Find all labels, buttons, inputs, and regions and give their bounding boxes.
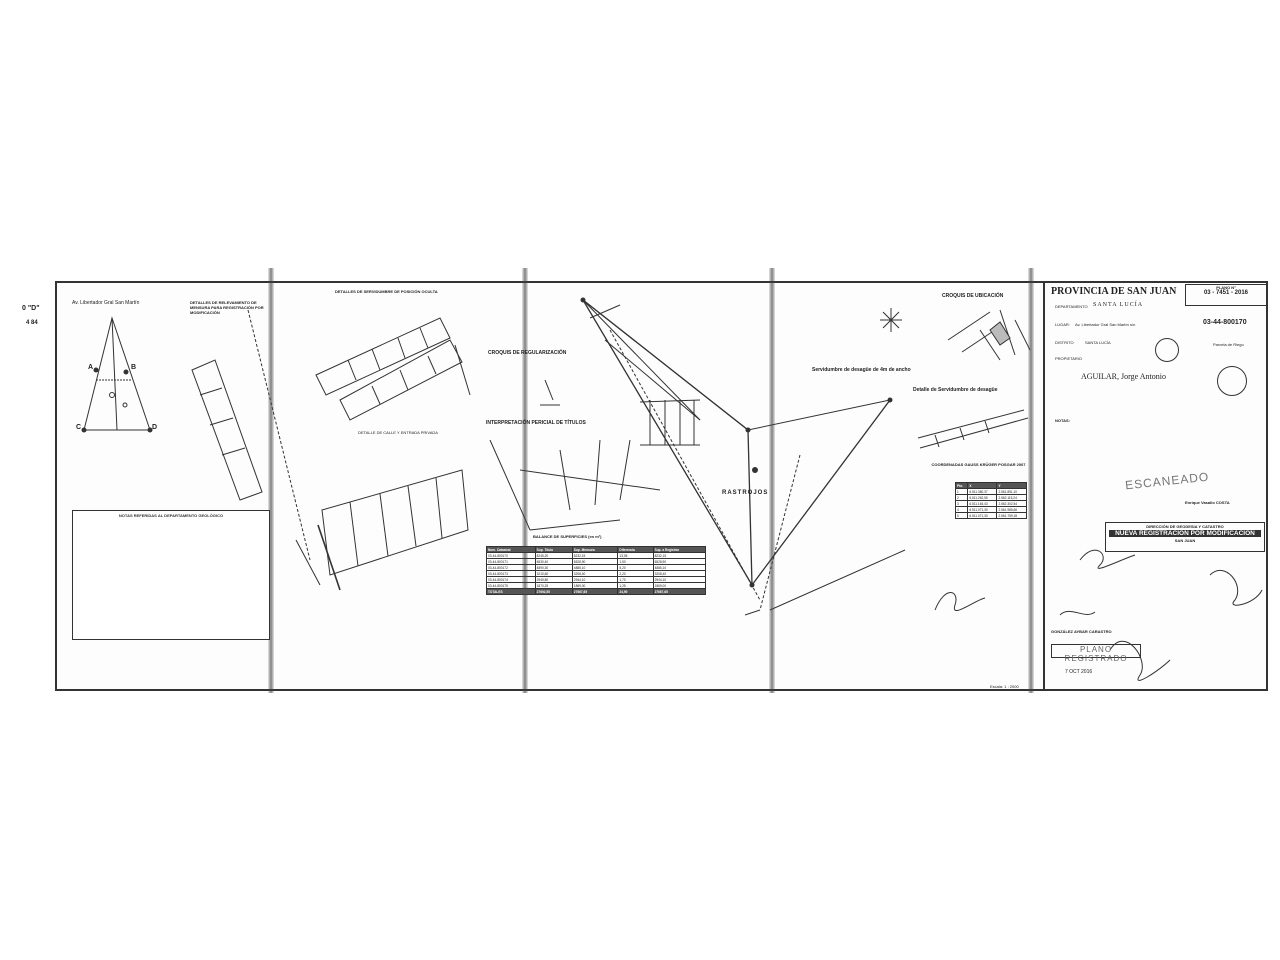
seal-circle	[1155, 338, 1179, 362]
approval-name: GONZÁLEZ AYBAR CARASTRO	[1051, 629, 1112, 634]
access-label-d: D	[152, 424, 158, 431]
subdivision-plots	[321, 469, 469, 576]
owner-value: AGUILAR, Jorge Antonio	[1081, 372, 1166, 381]
notes-label: NOTAS:	[1055, 418, 1071, 423]
plan-label: PLANO N°	[1216, 285, 1236, 290]
access-label-b: B	[131, 364, 137, 371]
fold-line-3	[769, 268, 775, 693]
registered-stamp: PLANO REGISTRADO	[1051, 644, 1141, 663]
access-label-a: A	[88, 364, 94, 371]
fold-line-4	[1028, 268, 1034, 693]
ground-type: Parcela de Riego	[1213, 342, 1244, 347]
notes-title: NOTAS REFERIDAS AL DEPARTAMENTO GEOLÓGIC…	[118, 513, 224, 518]
registration-stamp-line-1: DIRECCIÓN DE GEODESIA Y CATASTRO	[1146, 524, 1224, 529]
registration-stamp: DIRECCIÓN DE GEODESIA Y CATASTRO NUEVA R…	[1105, 522, 1265, 552]
district-value: SANTA LUCÍA	[1085, 340, 1111, 345]
seal-circle-right	[1217, 366, 1247, 396]
scale-note: Escala: 1 : 2000	[990, 684, 1019, 689]
access-label-c: C	[76, 424, 82, 431]
owner-label: PROPIETARIO	[1055, 356, 1083, 361]
place-label: LUGAR:	[1055, 322, 1070, 327]
plan-number-box: PLANO N° 03 - 7451 - 2016	[1185, 284, 1267, 306]
rearrangement-sketch-title: CROQUIS DE REGULARIZACIÓN	[488, 350, 567, 356]
access-point-c	[81, 427, 87, 433]
surface-balance-title: BALANCE DE SUPERFICIES (en m²)	[533, 534, 602, 539]
servitude-detail-lower	[339, 339, 463, 421]
title-block: PROVINCIA DE SAN JUAN PLANO N° 03 - 7451…	[1043, 282, 1268, 690]
stamp-date: 7 OCT 2016	[1065, 669, 1093, 675]
servitude-details-title: DETALLES DE SERVIDUMBRE DE POSICIÓN OCUL…	[335, 289, 438, 294]
access-plot-outline	[83, 316, 151, 431]
servitude-drain-detail-label: Detalle de Servidumbre de desagüe	[913, 387, 998, 393]
place-value: Av. Libertador Gral San Martín s/n	[1075, 322, 1136, 327]
department-value: SANTA LUCÍA	[1093, 302, 1144, 308]
gauss-kruger-title: COORDENADAS GAUSS KRÜGER POSGAR 2007	[931, 462, 1026, 467]
surveyor-name: Enrique Vasallo COSTA	[1185, 500, 1230, 505]
scanned-stamp: ESCANEADO	[1124, 469, 1210, 493]
servitude-drain-label: Servidumbre de desagüe de 4m de ancho	[812, 367, 911, 373]
fold-line-2	[522, 268, 528, 693]
access-point-a	[93, 367, 99, 373]
department-label: DEPARTAMENTO	[1055, 304, 1088, 309]
access-point-b	[123, 369, 129, 375]
parcel-name: RASTROJOS	[722, 490, 769, 496]
plan-number: 03 - 7451 - 2016	[1203, 290, 1249, 296]
surface-balance-table: Nom. Catastral Sup. Título Sup. Mensura …	[486, 546, 707, 595]
cadastral-number: 03-44-800170	[1203, 319, 1247, 326]
title-interpretation: INTERPRETACIÓN PERICIAL DE TÍTULOS	[486, 420, 586, 426]
registration-stamp-line-3: SAN JUAN	[1174, 538, 1196, 543]
registration-stamp-line-2: NUEVA REGISTRACIÓN POR MODIFICACIÓN	[1109, 530, 1261, 537]
fold-line-1	[268, 268, 274, 693]
survey-detail-strip	[191, 359, 263, 501]
margin-mark-top: 0 "D"	[22, 305, 40, 312]
district-label: DISTRITO	[1055, 340, 1074, 345]
servitude-caption: DETALLE DE CALLE Y ENTRADA PRIVADA	[358, 430, 438, 435]
survey-details-title: DETALLES DE RELEVAMIENTO DE MENSURA PARA…	[190, 300, 264, 315]
servitude-detail-upper	[315, 317, 451, 396]
geological-notes-box: NOTAS REFERIDAS AL DEPARTAMENTO GEOLÓGIC…	[72, 510, 270, 640]
province-title: PROVINCIA DE SAN JUAN	[1051, 286, 1177, 297]
registered-stamp-text: PLANO REGISTRADO	[1064, 645, 1128, 663]
access-point-d	[147, 427, 153, 433]
location-sketch-title: CROQUIS DE UBICACIÓN	[942, 293, 1004, 299]
margin-mark-bottom: 4 84	[26, 320, 38, 326]
access-plan-title: Av. Libertador Gral San Martín	[72, 300, 140, 306]
